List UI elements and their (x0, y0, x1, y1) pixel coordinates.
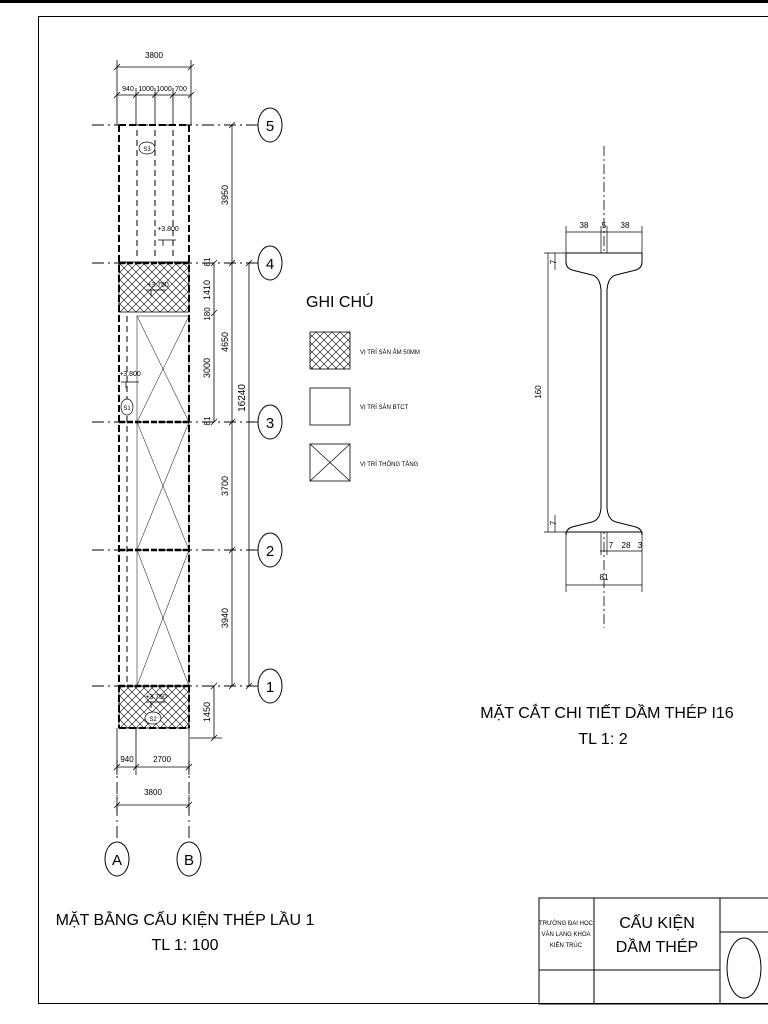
section-dim-38-right: 38 (621, 221, 630, 230)
plan-dim-3940: 3940 (220, 608, 230, 628)
title-block: TRƯỜNG ĐẠI HỌC VĂN LANG KHOA KIẾN TRÚC C… (538, 897, 768, 1005)
plan-dim-bottom-940: 940 (120, 755, 134, 764)
level-mark-3: +3.800 (119, 371, 141, 378)
plan-drawing: 3800 940 1000 1000 700 (56, 51, 315, 954)
legend: GHI CHÚ VỊ TRÍ SÀN ÂM 50MM VỊ TRÍ SÀN BT… (306, 292, 420, 482)
title-block-stamp (726, 937, 762, 999)
plan-dim-top-total: 3800 (145, 51, 163, 60)
grid-row-1: 1 (266, 679, 274, 696)
plan-dim-bottom-2700: 2700 (153, 755, 171, 764)
section-dim-160: 160 (534, 385, 543, 399)
plan-grid-beams (119, 261, 189, 688)
plan-joists (126, 130, 174, 682)
section-dim-38-left: 38 (580, 221, 589, 230)
plan-dim-top-seg-3: 1000 (156, 86, 172, 93)
plan-dim-3000: 3000 (202, 358, 212, 378)
plan-title: MẶT BẰNG CẤU KIỆN THÉP LẦU 1 (56, 910, 315, 929)
slab-tags (120, 141, 162, 725)
ibeam-profile (565, 252, 643, 536)
sunken-slab-zone-top (118, 261, 190, 313)
title-block-name-2: DẦM THÉP (616, 937, 698, 956)
plan-right-dimensions (190, 121, 253, 742)
section-title: MẶT CẮT CHI TIẾT DẦM THÉP I16 (480, 703, 734, 722)
plan-dim-overall: 16240 (237, 384, 248, 412)
title-block-school-3: KIẾN TRÚC (550, 942, 583, 949)
grid-row-2: 2 (266, 543, 274, 560)
plan-dim-81-top: 81 (203, 257, 212, 266)
section-scale: TL 1: 2 (578, 731, 627, 748)
plan-scale: TL 1: 100 (151, 937, 218, 954)
title-block-school-1: TRƯỜNG ĐẠI HỌC (539, 920, 594, 927)
legend-swatch-blank (309, 387, 351, 426)
section-dim-3: 3 (638, 541, 643, 550)
grid-row-4: 4 (266, 256, 274, 273)
grid-bubbles (104, 107, 283, 877)
plan-dim-1450: 1450 (202, 702, 212, 722)
slab-tag-s3: S3 (143, 147, 151, 153)
section-dim-7-bottom: 7 (549, 520, 558, 525)
plan-dim-top-seg-2: 1000 (138, 86, 154, 93)
legend-swatch-x (309, 443, 351, 482)
plan-dim-4650: 4650 (220, 332, 230, 352)
plan-dim-180: 180 (203, 307, 212, 321)
section-dim-7-web: 7 (609, 541, 614, 550)
slab-tag-s1: S1 (123, 406, 131, 412)
section-dim-7-top: 7 (549, 259, 558, 264)
plan-top-dimensions (113, 60, 195, 125)
section-dim-28: 28 (622, 541, 631, 550)
level-mark-2: +3.750 (147, 282, 169, 289)
level-marks (121, 239, 176, 708)
section-dimensions (544, 226, 643, 592)
plan-dim-top-seg-4: 700 (175, 86, 187, 93)
title-block-school-2: VĂN LANG KHOA (541, 931, 590, 938)
top-rule (0, 0, 768, 3)
plan-dim-bottom-total: 3800 (144, 788, 162, 797)
section-dim-5: 5 (602, 221, 607, 230)
level-mark-4: +3.750 (145, 694, 167, 701)
void-zones (136, 315, 190, 687)
ibeam-section: 38 5 38 7 160 7 7 28 3 81 MẶT CẮT CHI TI… (480, 146, 734, 748)
grid-col-b: B (184, 852, 194, 869)
slab-tag-s2: S2 (149, 717, 157, 723)
drawing-border (38, 16, 768, 1004)
title-block-name-1: CẤU KIỆN (619, 913, 695, 932)
plan-dim-81-mid: 81 (203, 416, 212, 425)
legend-swatch-crosshatch (309, 331, 351, 370)
plan-dim-3950: 3950 (220, 185, 230, 205)
plan-bottom-dimensions (113, 728, 193, 812)
plan-dim-1410: 1410 (202, 280, 212, 300)
level-mark-1: +3.800 (157, 226, 179, 233)
plan-outline (118, 124, 190, 729)
legend-label-2: VỊ TRÍ SÀN BTCT (360, 404, 409, 411)
grid-row-5: 5 (266, 118, 274, 135)
plan-dim-top-seg-1: 940 (122, 86, 134, 93)
legend-title: GHI CHÚ (306, 292, 374, 311)
legend-label-1: VỊ TRÍ SÀN ÂM 50MM (360, 349, 420, 356)
grid-row-3: 3 (266, 415, 274, 432)
section-dim-81: 81 (600, 573, 609, 582)
legend-label-3: VỊ TRÍ THÔNG TẦNG (360, 461, 419, 468)
grid-col-a: A (112, 852, 122, 869)
plan-dim-3700: 3700 (220, 476, 230, 496)
